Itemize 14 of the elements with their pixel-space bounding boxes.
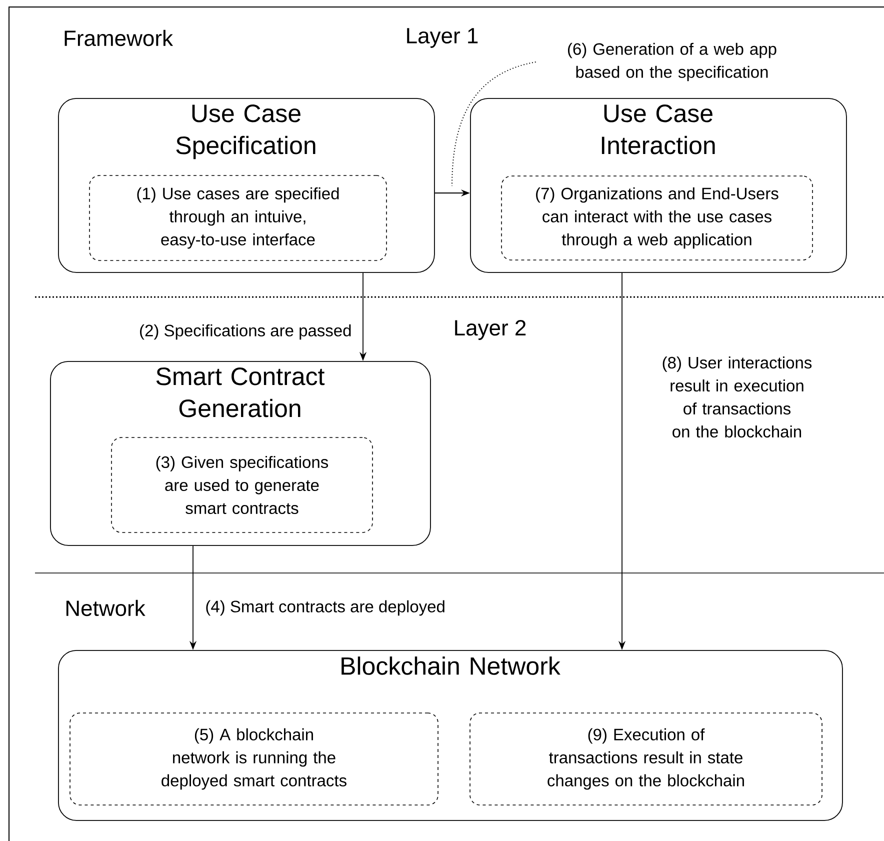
leader-line: [452, 62, 536, 186]
section-label: Framework: [64, 30, 174, 46]
section-label: Network: [66, 600, 146, 616]
step-box: (1) Use cases are specified through an intuive, easy-to-use interface: [89, 175, 387, 261]
edge-label: (8) User interactions result in execution of transactions on the blockchain: [662, 356, 812, 438]
step-box: (5) A blockchain network is running the deployed smart contracts: [70, 712, 438, 806]
step-box: (7) Organizations and End-Users can interact with the use cases through a web application: [501, 176, 813, 260]
step-box: (3) Given specifications are used to generate smart contracts: [111, 437, 373, 533]
section-label: Layer 1: [407, 28, 478, 48]
section-label: Layer 2: [455, 320, 526, 340]
annotation-text: (6) Generation of a web app based on the specification: [568, 42, 776, 82]
edge-label: (4) Smart contracts are deployed: [206, 600, 444, 616]
step-box: (9) Execution of transactions result in state changes on the blockchain: [470, 712, 822, 806]
edge-label: (2) Specifications are passed: [140, 324, 351, 340]
